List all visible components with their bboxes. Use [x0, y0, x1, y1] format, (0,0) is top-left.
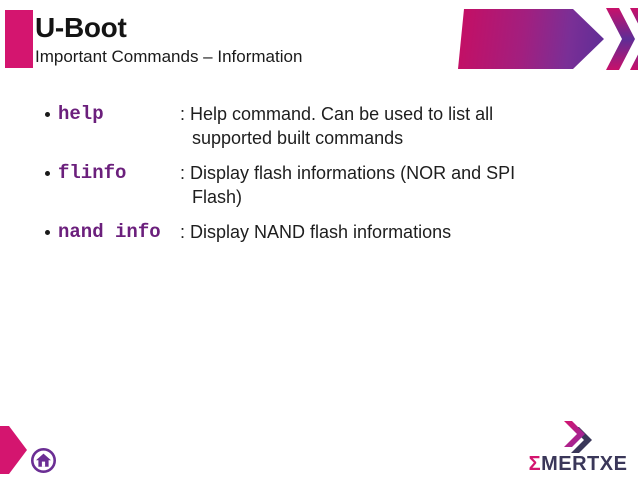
- brand-logo: ΣMERTXE: [522, 420, 634, 475]
- home-button[interactable]: [30, 447, 57, 474]
- command-description: : Display flash informations (NOR and SP…: [180, 161, 572, 209]
- command-name: flinfo: [58, 162, 127, 184]
- desc-line1: : Display flash informations (NOR and SP…: [180, 163, 516, 183]
- logo-sigma: Σ: [528, 453, 542, 475]
- page-subtitle: Important Commands – Information: [35, 47, 303, 66]
- list-item: flinfo : Display flash informations (NOR…: [42, 161, 582, 209]
- brand-name: ΣMERTXE: [522, 454, 634, 475]
- list-item: help : Help command. Can be used to list…: [42, 102, 582, 150]
- home-icon: [31, 448, 56, 473]
- desc-line2: supported built commands: [192, 128, 404, 148]
- desc-line2: Flash): [192, 187, 243, 207]
- bullet-icon: [45, 171, 50, 176]
- corner-chevron-icon: [0, 426, 27, 474]
- desc-line1: : Display NAND flash informations: [180, 222, 452, 242]
- banner-arrow-icon: [458, 9, 604, 69]
- logo-word: MERTXE: [541, 453, 628, 475]
- list-item: nand info : Display NAND flash informati…: [42, 220, 582, 244]
- bullet-icon: [45, 112, 50, 117]
- title-accent-block: [5, 10, 33, 68]
- command-description: : Display NAND flash informations: [180, 220, 572, 244]
- command-list: help : Help command. Can be used to list…: [42, 102, 582, 255]
- page-title: U-Boot: [35, 12, 127, 43]
- bullet-icon: [45, 230, 50, 235]
- banner-chevron-icon: [606, 8, 635, 70]
- desc-line1: : Help command. Can be used to list all: [180, 104, 494, 124]
- command-description: : Help command. Can be used to list all …: [180, 102, 572, 150]
- command-name: help: [58, 103, 104, 125]
- double-chevron-logo-mark-icon: [564, 421, 592, 453]
- command-name: nand info: [58, 221, 161, 243]
